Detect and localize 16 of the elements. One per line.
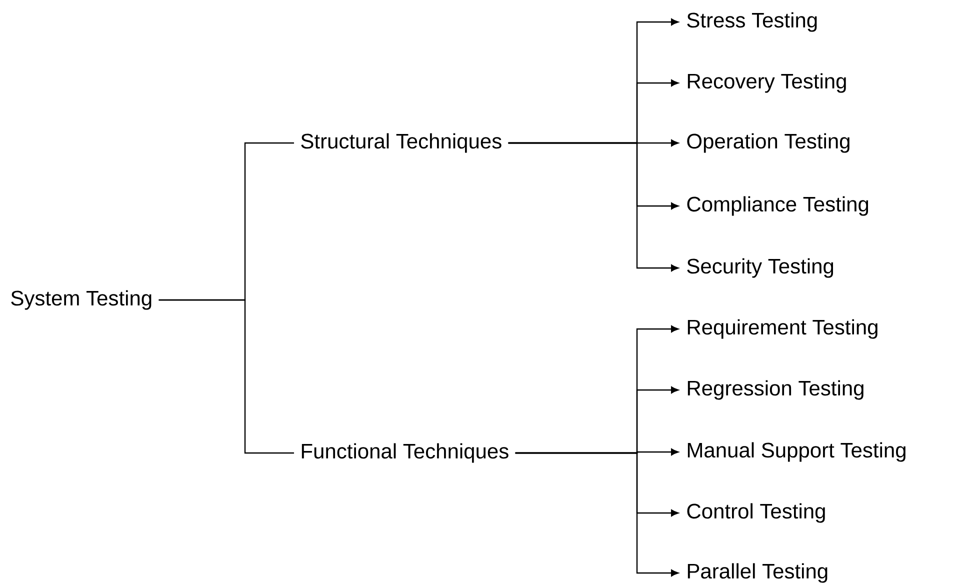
node-label: Compliance Testing (687, 196, 868, 216)
node-label: Control Testing (687, 503, 825, 523)
node-label: Regression Testing (688, 380, 864, 400)
node-label: Stress Testing (687, 12, 817, 32)
node-label: Structural Techniques (301, 133, 502, 153)
node-label: Manual Support Testing (688, 442, 906, 462)
node-label: Operation Testing (687, 133, 850, 153)
node-label: System Testing (11, 290, 152, 310)
node-label: Recovery Testing (688, 73, 846, 93)
node-label: Functional Techniques (302, 443, 508, 463)
node-label: Parallel Testing (688, 563, 828, 583)
node-label: Requirement Testing (688, 319, 878, 339)
node-label: Security Testing (687, 258, 834, 278)
connector-line (158, 299, 294, 454)
arrow (508, 142, 678, 272)
arrow (515, 452, 678, 576)
